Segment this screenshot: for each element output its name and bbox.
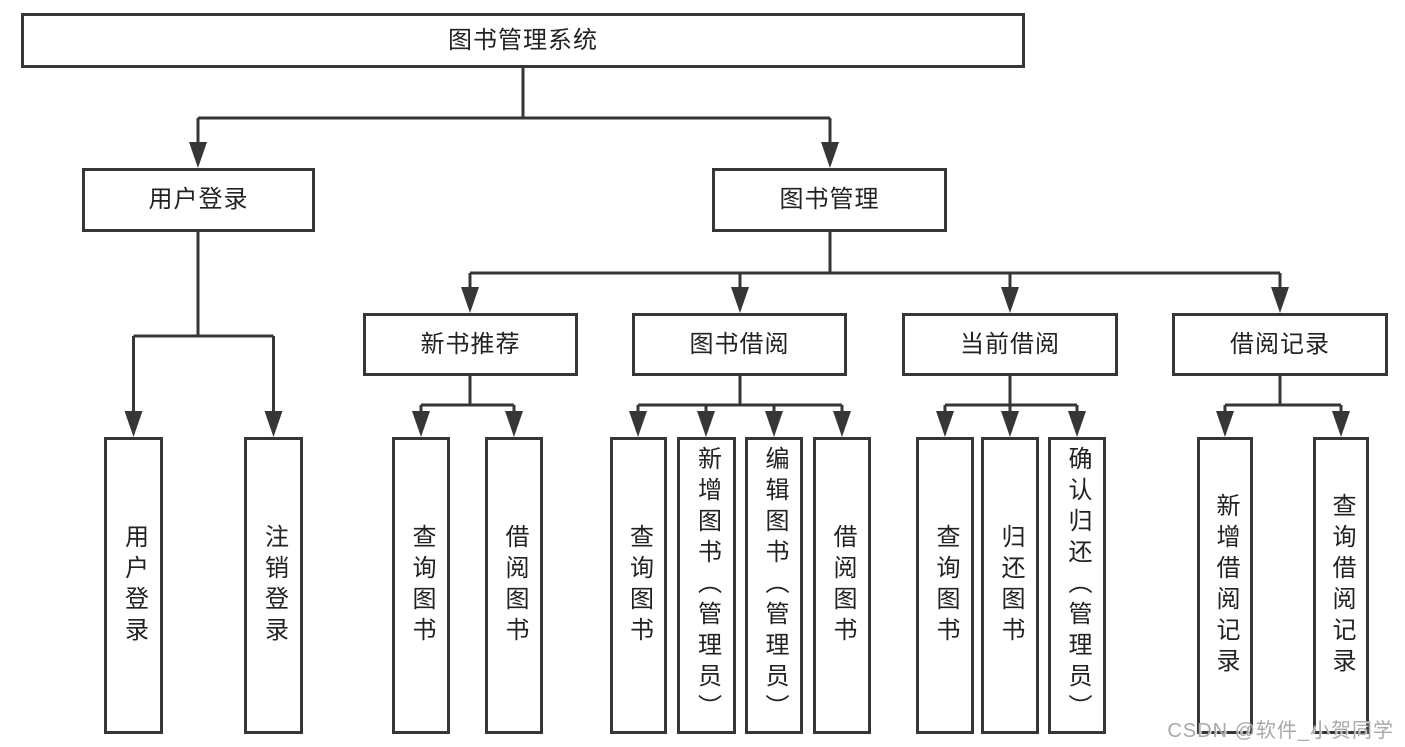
arrowheads-user-login-children xyxy=(124,411,283,437)
leaf-query-books-recommend: 查询图书 xyxy=(392,437,450,734)
leaf-query-borrow-record-label: 查询借阅记录 xyxy=(1328,492,1355,679)
connector-current-borrowing-children xyxy=(943,376,1079,414)
watermark: CSDN @软件_小贺同学 xyxy=(1167,720,1394,742)
leaf-borrow-books-label: 借阅图书 xyxy=(829,523,856,648)
leaf-user-login-label: 用户登录 xyxy=(120,523,148,648)
node-current-borrowing-label: 当前借阅 xyxy=(960,330,1060,358)
arrowheads-borrowing-records-children xyxy=(1216,411,1350,437)
leaf-return-books-label: 归还图书 xyxy=(997,523,1024,648)
leaf-query-books-borrowing: 查询图书 xyxy=(610,437,667,734)
connector-user-login-children xyxy=(132,232,275,414)
leaf-add-books-admin: 新增图书（管理员） xyxy=(677,437,736,734)
leaf-add-books-admin-label: 新增图书（管理员） xyxy=(693,446,721,725)
node-user-login: 用户登录 xyxy=(82,168,315,232)
arrowheads-new-book-recommend-children xyxy=(412,411,523,437)
leaf-query-books-current: 查询图书 xyxy=(916,437,974,734)
connector-borrowing-records-children xyxy=(1223,376,1343,414)
node-current-borrowing: 当前借阅 xyxy=(902,313,1118,376)
node-book-borrowing: 图书借阅 xyxy=(632,313,847,376)
arrowheads-book-borrowing-children xyxy=(629,411,851,437)
leaf-borrow-books-recommend-label: 借阅图书 xyxy=(501,523,528,648)
leaf-borrow-books: 借阅图书 xyxy=(813,437,871,734)
node-book-management: 图书管理 xyxy=(712,168,947,232)
connector-new-book-recommend-children xyxy=(419,376,516,414)
leaf-query-books-recommend-label: 查询图书 xyxy=(408,523,435,648)
node-user-login-label: 用户登录 xyxy=(148,186,249,213)
leaf-confirm-return-admin-label: 确认归还（管理员） xyxy=(1064,446,1091,725)
arrowheads-root-to-level2 xyxy=(189,142,839,168)
leaf-edit-books-admin-label: 编辑图书（管理员） xyxy=(761,446,788,725)
node-borrowing-records-label: 借阅记录 xyxy=(1230,330,1330,358)
arrowheads-book-management-children xyxy=(461,287,1289,313)
leaf-logout-label: 注销登录 xyxy=(260,523,288,648)
node-root: 图书管理系统 xyxy=(21,13,1025,68)
node-borrowing-records: 借阅记录 xyxy=(1172,313,1388,376)
leaf-borrow-books-recommend: 借阅图书 xyxy=(485,437,543,734)
connector-root-to-level2 xyxy=(196,68,832,146)
node-book-management-label: 图书管理 xyxy=(779,186,880,213)
arrowheads-current-borrowing-children xyxy=(936,411,1086,437)
node-book-borrowing-label: 图书借阅 xyxy=(689,330,790,358)
leaf-query-borrow-record: 查询借阅记录 xyxy=(1313,437,1369,734)
leaf-query-books-borrowing-label: 查询图书 xyxy=(625,523,653,648)
node-new-book-recommend: 新书推荐 xyxy=(363,313,578,376)
leaf-user-login: 用户登录 xyxy=(104,437,163,734)
leaf-return-books: 归还图书 xyxy=(981,437,1039,734)
leaf-query-books-current-label: 查询图书 xyxy=(932,523,959,648)
leaf-logout: 注销登录 xyxy=(244,437,303,734)
leaf-add-borrow-record: 新增借阅记录 xyxy=(1197,437,1253,734)
node-root-label: 图书管理系统 xyxy=(448,26,598,54)
leaf-confirm-return-admin: 确认归还（管理员） xyxy=(1048,437,1106,734)
node-new-book-recommend-label: 新书推荐 xyxy=(420,330,521,358)
connector-book-borrowing-children xyxy=(636,376,844,414)
connector-book-management-children xyxy=(468,232,1282,290)
leaf-add-borrow-record-label: 新增借阅记录 xyxy=(1212,492,1239,679)
leaf-edit-books-admin: 编辑图书（管理员） xyxy=(745,437,803,734)
